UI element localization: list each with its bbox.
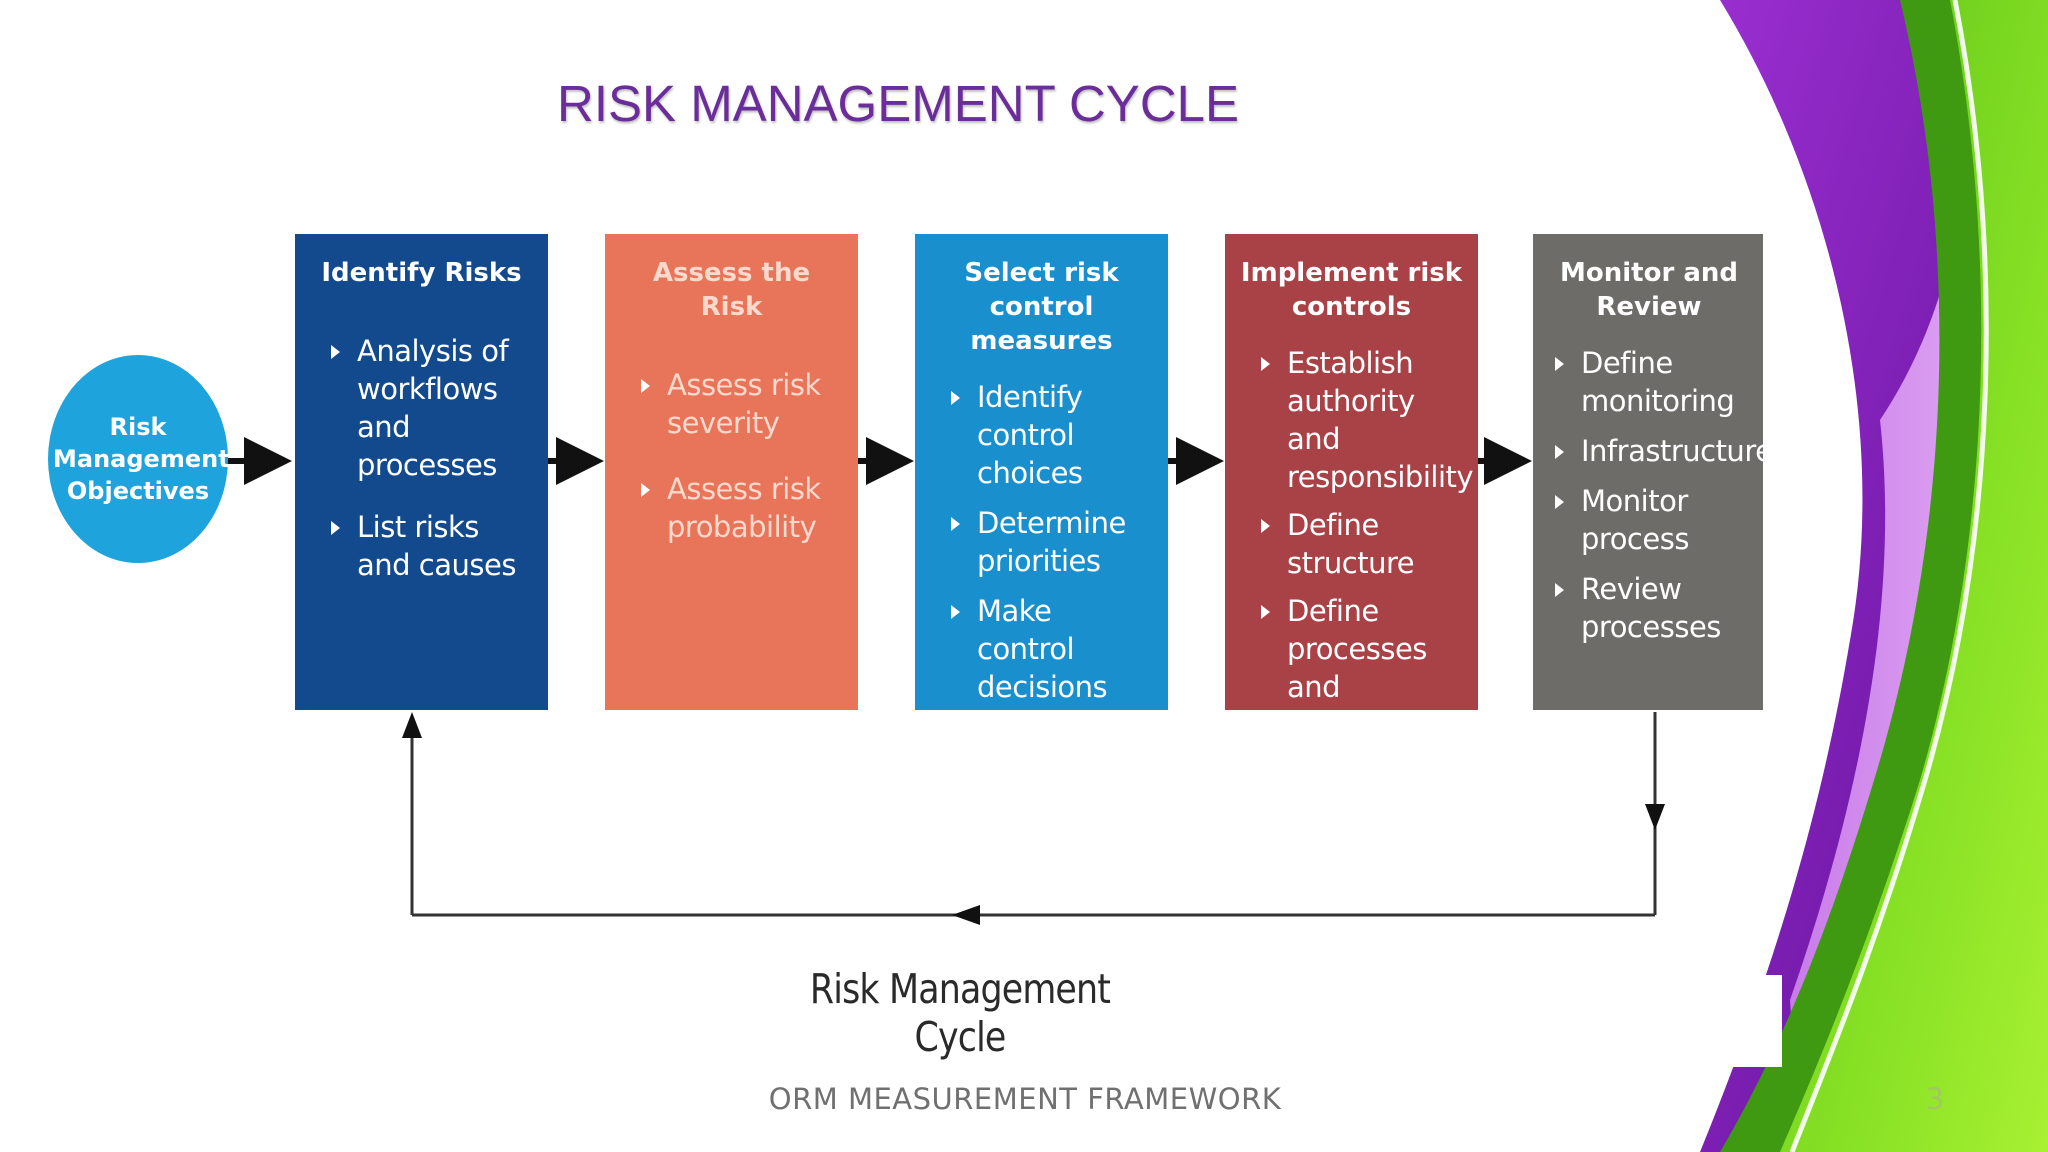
step-assess-the-risk: Assess the Risk Assess risk severity Ass…: [605, 234, 858, 710]
loop-arrow-left: [952, 905, 980, 925]
step-item: Analysis of workflows and processes: [331, 332, 534, 484]
step-item: Infrastructure: [1555, 432, 1773, 470]
step-item: List risks and causes: [331, 508, 534, 584]
step-item: Define monitoring: [1555, 344, 1757, 420]
feedback-loop: [410, 712, 1657, 917]
start-node-line: Objectives: [66, 477, 210, 505]
step-heading: Identify Risks: [321, 258, 522, 288]
start-node-line: Risk: [109, 413, 167, 441]
diagram-caption: Risk Management Cycle: [809, 965, 1111, 1061]
slide-title: RISK MANAGEMENT CYCLE: [557, 75, 1240, 132]
slide-footer: ORM MEASUREMENT FRAMEWORK: [768, 1082, 1282, 1116]
step-monitor-and-review: Monitor and Review Define monitoring Inf…: [1533, 234, 1773, 710]
step-item: Monitor process: [1555, 482, 1757, 558]
step-item: Assess risk probability: [641, 470, 844, 546]
step-item: Identify control choices: [951, 378, 1154, 492]
step-heading: Monitor and Review: [1560, 258, 1738, 322]
step-select-control-measures: Select risk control measures Identify co…: [915, 234, 1168, 710]
step-implement-controls: Implement risk controls Establish author…: [1225, 234, 1478, 742]
loop-arrow-up: [402, 712, 422, 738]
step-identify-risks: Identify Risks Analysis of workflows and…: [295, 234, 548, 710]
step-item: Define structure: [1261, 506, 1464, 582]
start-node-objectives: Risk Management Objectives: [48, 355, 230, 563]
step-item: Define processes and procedures: [1261, 592, 1464, 744]
step-item: Assess risk severity: [641, 366, 844, 442]
loop-arrow-down: [1645, 804, 1665, 830]
step-item: Make control decisions: [951, 592, 1154, 706]
step-heading: Select risk control measures: [964, 258, 1119, 356]
page-number: 3: [1925, 1082, 1945, 1116]
step-item: Review processes: [1555, 570, 1757, 646]
step-heading: Implement risk controls: [1240, 258, 1463, 322]
step-item: Determine priorities: [951, 504, 1154, 580]
step-item: Establish authority and responsibility: [1261, 344, 1474, 496]
step-heading: Assess the Risk: [652, 258, 811, 322]
start-node-line: Management: [53, 445, 230, 473]
